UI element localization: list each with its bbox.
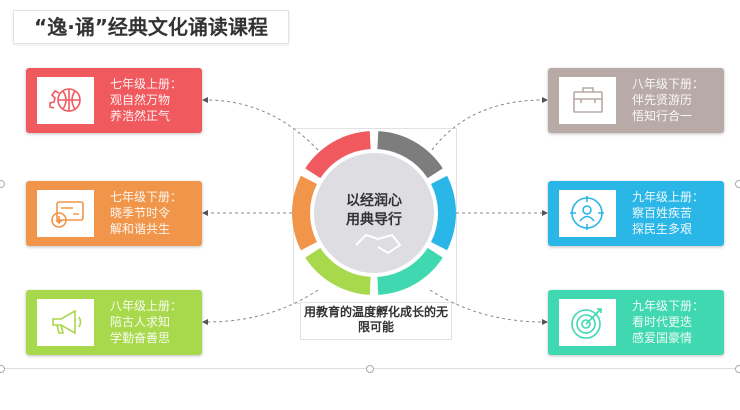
card-line: 解和谐共生	[110, 222, 171, 236]
connector	[205, 289, 319, 323]
course-card[interactable]: 八年级上册： 陪古人求知学勤奋善思	[26, 290, 202, 355]
ring-segment	[305, 247, 371, 295]
card-line: 伴先贤游历	[632, 93, 693, 107]
connector	[429, 289, 545, 323]
card-line: 察百姓疾苦	[632, 206, 693, 220]
resize-handle[interactable]	[0, 365, 5, 373]
ring-segment	[431, 175, 456, 251]
card-download-icon	[37, 190, 94, 237]
people-target-icon	[559, 190, 616, 237]
briefcase-icon	[559, 77, 616, 124]
card-line: 陪古人求知	[110, 315, 171, 329]
card-grade: 八年级上册：	[110, 299, 183, 313]
card-line: 观自然万物	[110, 93, 171, 107]
course-card[interactable]: 七年级上册： 观自然万物养浩然正气	[26, 68, 202, 133]
card-line: 感爱国豪情	[632, 331, 693, 345]
card-line: 看时代更迭	[632, 315, 693, 329]
target-arrow-icon	[559, 299, 616, 346]
card-line: 悟知行合一	[632, 109, 693, 123]
ring-segment	[377, 131, 443, 179]
ring-segment	[377, 247, 443, 295]
card-grade: 七年级下册：	[110, 190, 183, 204]
center-disc	[314, 153, 434, 273]
caption: 用教育的温度孵化成长的无限可能	[300, 302, 452, 340]
connector	[205, 99, 319, 151]
resize-handle[interactable]	[366, 365, 374, 373]
card-line: 学勤奋善思	[110, 331, 171, 345]
megaphone-icon	[37, 299, 94, 346]
course-card[interactable]: 九年级下册： 看时代更迭感爱国豪情	[548, 290, 724, 355]
card-grade: 八年级下册：	[632, 77, 705, 91]
center-text: 以经润心用典导行	[346, 193, 402, 228]
resize-handle[interactable]	[735, 365, 740, 373]
gear-globe-icon	[37, 77, 94, 124]
course-card[interactable]: 七年级下册： 晓季节时令解和谐共生	[26, 181, 202, 246]
course-card[interactable]: 九年级上册： 察百姓疾苦探民生多艰	[548, 181, 724, 246]
course-card[interactable]: 八年级下册： 伴先贤游历悟知行合一	[548, 68, 724, 133]
page-title: “逸·诵”经典文化诵读课程	[13, 10, 289, 44]
ring-segment	[305, 131, 371, 179]
card-grade: 九年级下册：	[632, 299, 705, 313]
resize-handle[interactable]	[0, 180, 5, 188]
card-line: 晓季节时令	[110, 206, 171, 220]
resize-handle[interactable]	[735, 180, 740, 188]
card-line: 探民生多艰	[632, 222, 693, 236]
handshake-icon	[355, 233, 402, 255]
card-grade: 九年级上册：	[632, 190, 705, 204]
ring-segment	[292, 175, 317, 251]
card-line: 养浩然正气	[110, 109, 171, 123]
connector	[431, 99, 545, 151]
card-grade: 七年级上册：	[110, 77, 183, 91]
